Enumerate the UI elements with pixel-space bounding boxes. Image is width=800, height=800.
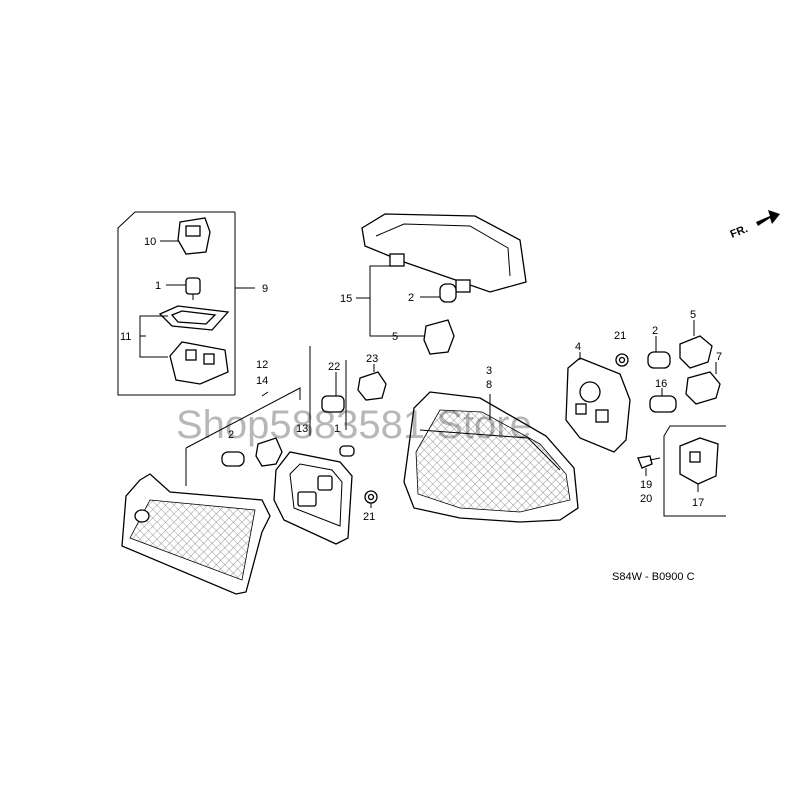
callout-2-high-mount: 2 [408, 292, 414, 304]
inner-tail-bulb-2 [221, 451, 245, 467]
nut-21-left [364, 490, 378, 504]
bulb-1-small [339, 445, 355, 457]
store-watermark: Shop5883581 Store [176, 403, 532, 447]
outer-socket-5 [679, 335, 713, 369]
socket-22 [321, 395, 345, 413]
inner-tail-gasket-13 [273, 451, 353, 545]
license-light-housing [169, 341, 229, 385]
callout-8: 8 [486, 379, 492, 391]
callout-21-right: 21 [614, 330, 626, 342]
outer-bulb-2 [647, 351, 671, 369]
callout-11: 11 [120, 331, 131, 343]
callout-17: 17 [692, 497, 704, 509]
inner-tail-light-lens [121, 473, 271, 595]
high-mount-socket-5 [423, 319, 455, 355]
callout-1-inner: 1 [334, 423, 340, 435]
callout-2-inner: 2 [228, 429, 234, 441]
license-light-socket-10 [177, 217, 211, 255]
callout-22: 22 [328, 361, 340, 373]
front-indicator-label: FR. [729, 223, 750, 241]
nut-21-right [615, 353, 629, 367]
callout-1: 1 [155, 280, 161, 292]
high-mount-stop-light [361, 213, 527, 293]
callout-9: 9 [262, 283, 268, 295]
license-light-gasket [158, 305, 230, 331]
front-direction-indicator: FR. [729, 210, 780, 241]
high-mount-bulb-2 [439, 283, 457, 303]
outer-tail-gasket-4 [565, 357, 631, 453]
license-light-group: 10 1 11 9 [117, 211, 268, 396]
socket-23 [357, 371, 387, 401]
outer-socket-7 [685, 371, 721, 405]
outer-tail-light-lens [403, 391, 579, 523]
callout-21-left: 21 [363, 511, 375, 523]
callout-2-outer: 2 [652, 325, 658, 337]
front-arrow-icon [756, 210, 780, 226]
callout-15: 15 [340, 293, 352, 305]
callout-3: 3 [486, 365, 492, 377]
callout-19: 19 [640, 479, 652, 491]
callout-5-outer: 5 [690, 309, 696, 321]
outer-bulb-16 [649, 395, 677, 413]
callout-4: 4 [575, 341, 581, 353]
callout-20: 20 [640, 493, 652, 505]
control-unit-17 [663, 425, 726, 517]
callout-16: 16 [655, 378, 667, 390]
screw-19-20 [637, 455, 661, 469]
callout-5-high-mount: 5 [392, 331, 398, 343]
callout-13: 13 [296, 423, 308, 435]
callout-14: 14 [256, 375, 268, 387]
callout-12: 12 [256, 359, 268, 371]
license-bulb-1 [185, 277, 201, 300]
diagram-code: S84W - B0900 C [612, 571, 695, 583]
callout-7: 7 [716, 351, 722, 363]
callout-23: 23 [366, 353, 378, 365]
callout-10: 10 [144, 236, 156, 248]
inner-tail-socket [255, 437, 283, 467]
